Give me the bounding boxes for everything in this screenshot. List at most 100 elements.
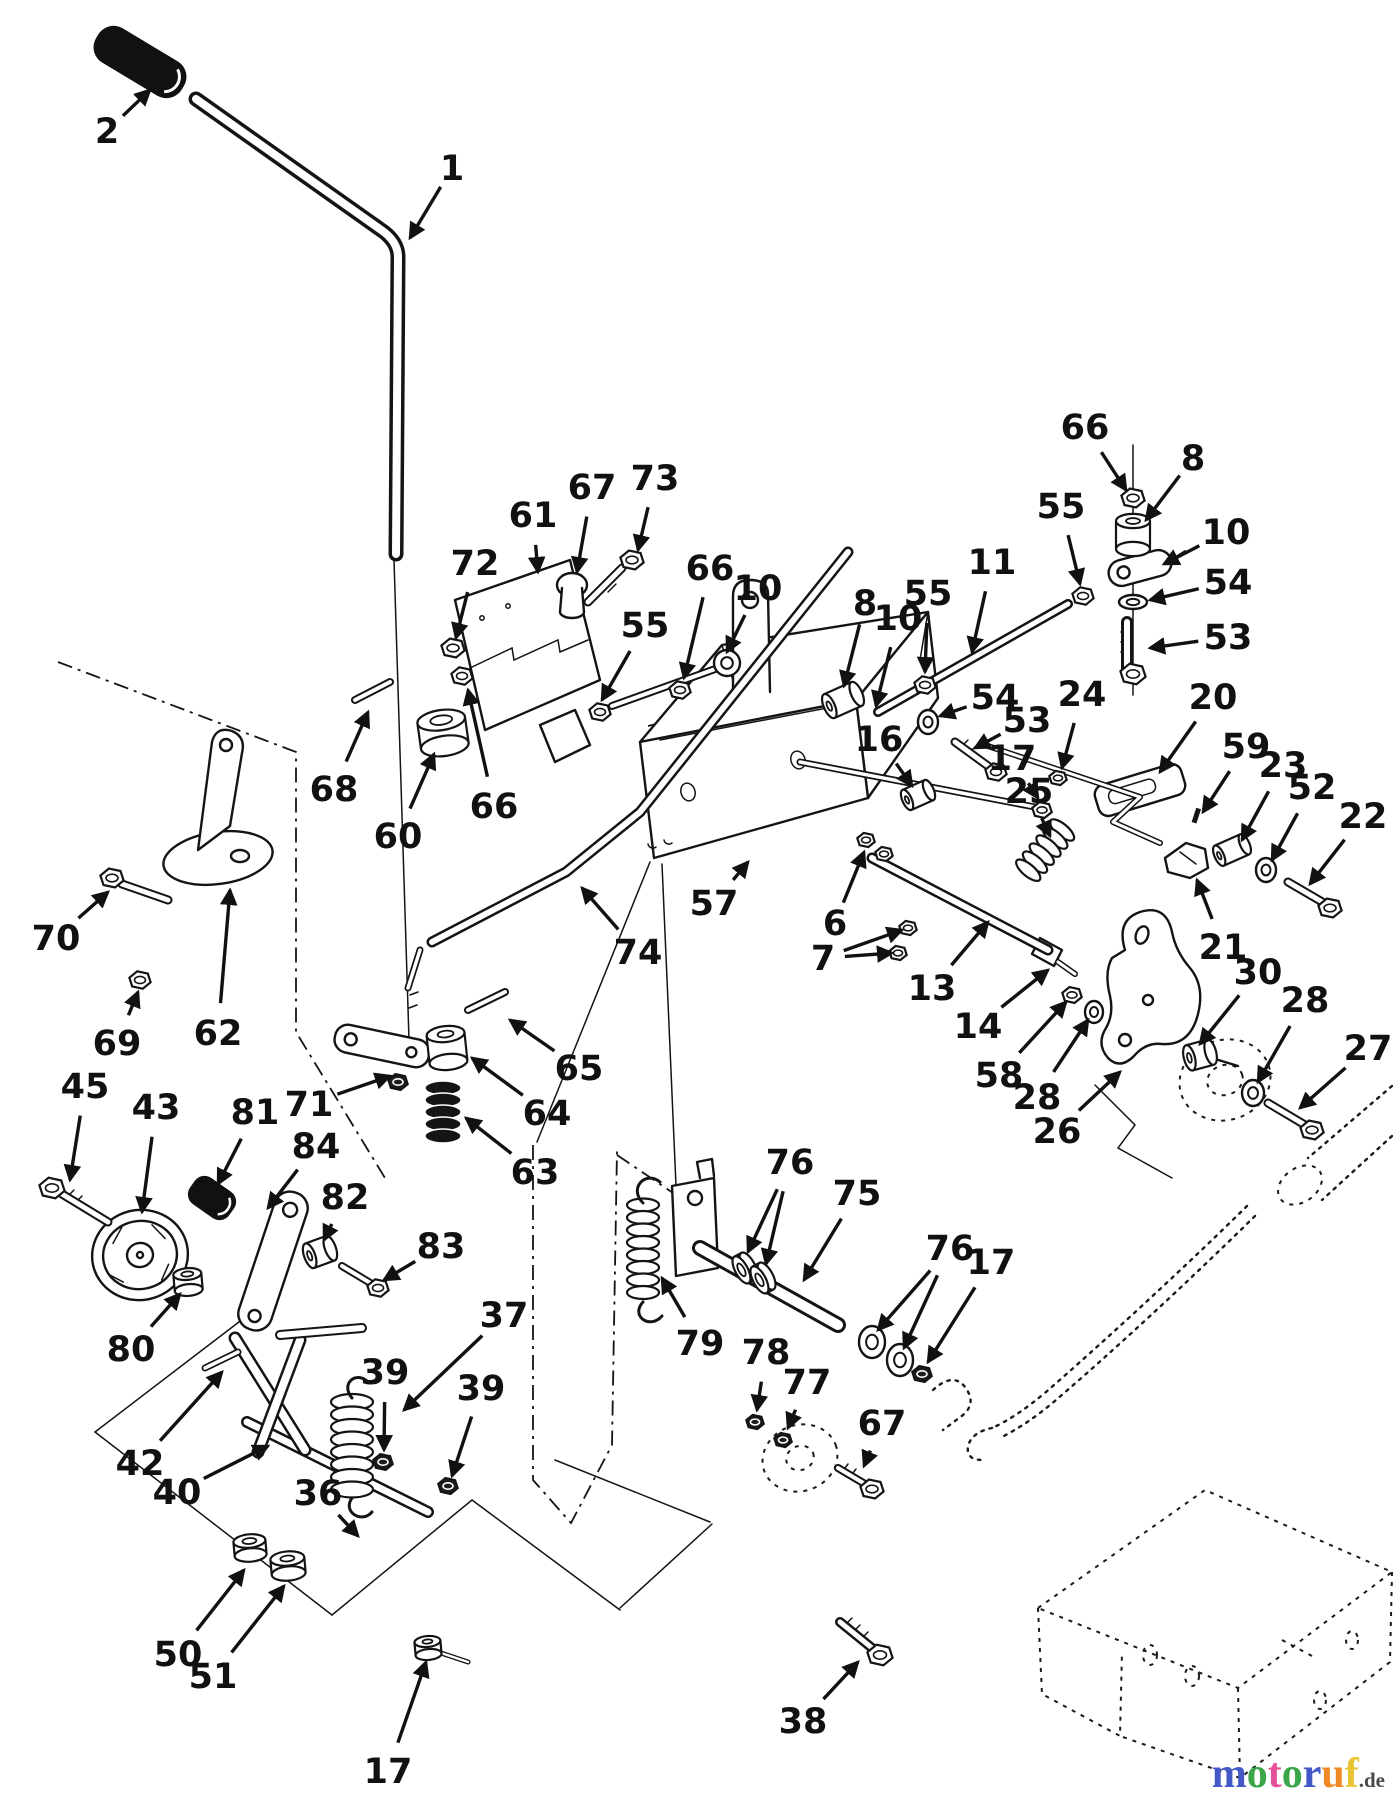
leader-arrow bbox=[632, 506, 651, 553]
spring-hooks bbox=[635, 1176, 664, 1324]
callout-label: 27 bbox=[1344, 1029, 1393, 1069]
hex-nut bbox=[38, 1176, 66, 1200]
hex-nut bbox=[1031, 800, 1053, 820]
callout-label: 8 bbox=[1181, 439, 1205, 479]
hex-nut bbox=[128, 970, 152, 990]
callout-label: 26 bbox=[1033, 1112, 1082, 1152]
callout-label: 28 bbox=[1281, 981, 1330, 1021]
leader-arrow bbox=[972, 732, 1002, 750]
washer bbox=[857, 1324, 887, 1360]
hex-nut bbox=[372, 1452, 394, 1472]
hex-nut bbox=[898, 919, 918, 937]
leader-arrow bbox=[63, 1115, 82, 1183]
lever-slot bbox=[213, 123, 292, 180]
leader-arrow bbox=[1201, 770, 1232, 815]
leader-arrow bbox=[1018, 1000, 1068, 1055]
knob bbox=[1182, 1038, 1218, 1072]
flange-washer bbox=[232, 1533, 268, 1563]
leader-arrow bbox=[731, 859, 750, 881]
leader-arrow bbox=[463, 1116, 513, 1155]
leader-arrow bbox=[1144, 474, 1182, 523]
hex-nut bbox=[773, 1431, 793, 1449]
spacer-bushing bbox=[1114, 512, 1152, 558]
leader-arrow bbox=[381, 1259, 417, 1282]
leader-arrow bbox=[469, 1056, 524, 1097]
hex-nut bbox=[745, 1413, 765, 1431]
callout-label: 17 bbox=[967, 1243, 1016, 1283]
callout-label: 39 bbox=[457, 1369, 506, 1409]
watermark-letter: t bbox=[1267, 1751, 1282, 1797]
leader-arrow bbox=[660, 1275, 687, 1318]
pawl bbox=[1163, 841, 1210, 880]
leader-arrow bbox=[876, 1269, 932, 1332]
leader-arrow bbox=[937, 702, 968, 720]
callout-label: 23 bbox=[1259, 746, 1308, 786]
callout-label: 25 bbox=[1005, 772, 1054, 812]
callout-label: 11 bbox=[968, 543, 1017, 583]
hex-nut bbox=[440, 637, 466, 659]
washer bbox=[1254, 856, 1278, 884]
callout-label: 30 bbox=[1234, 953, 1283, 993]
callout-label: 76 bbox=[766, 1143, 815, 1183]
callout-label: 37 bbox=[480, 1296, 529, 1336]
leader-arrow bbox=[1158, 720, 1198, 775]
leader-arrow bbox=[916, 622, 935, 675]
washer bbox=[916, 708, 940, 736]
callout-label: 43 bbox=[132, 1088, 181, 1128]
callout-label: 71 bbox=[285, 1085, 334, 1125]
hex-nut bbox=[588, 702, 612, 722]
leader-arrow bbox=[462, 687, 490, 778]
leader-arrow bbox=[1077, 1070, 1122, 1112]
callout-label: 73 bbox=[631, 459, 680, 499]
leader-arrow bbox=[451, 591, 470, 641]
callout-label: 21 bbox=[1199, 928, 1248, 968]
tie-link-inner bbox=[610, 666, 720, 708]
leader-arrow bbox=[950, 919, 990, 967]
cam-plate bbox=[1100, 909, 1202, 1065]
hex-nut bbox=[668, 680, 692, 700]
bolt-shaft-inner bbox=[59, 1191, 111, 1225]
washer bbox=[1117, 593, 1149, 611]
leader-arrow bbox=[408, 751, 437, 810]
pivot-bracket bbox=[162, 728, 274, 887]
bent-clutch-rod-inner bbox=[429, 549, 851, 945]
leader-arrow bbox=[1161, 544, 1201, 566]
callout-label: 70 bbox=[32, 919, 81, 959]
watermark-logo: motoruf.de bbox=[1212, 1750, 1385, 1798]
watermark-letter: m bbox=[1211, 1751, 1247, 1797]
callout-label: 66 bbox=[686, 549, 735, 589]
leader-arrow bbox=[570, 516, 589, 575]
brake-rod-inner bbox=[869, 855, 1051, 953]
callout-label: 17 bbox=[988, 739, 1037, 779]
callout-label: 17 bbox=[364, 1752, 413, 1792]
hex-nut bbox=[1317, 897, 1343, 919]
leader-arrow bbox=[1000, 968, 1051, 1009]
hex-nut bbox=[1120, 487, 1146, 509]
roll-pin-inner bbox=[466, 990, 507, 1012]
flange-nut bbox=[172, 1266, 204, 1298]
idler-pulley bbox=[90, 1208, 190, 1302]
flange-washer bbox=[269, 1550, 307, 1582]
roll-pin-inner bbox=[353, 680, 392, 702]
leader-arrow bbox=[195, 1567, 246, 1632]
bolt-shaft-inner bbox=[340, 1264, 374, 1286]
set-collar bbox=[425, 1024, 469, 1072]
leader-arrow bbox=[844, 945, 895, 963]
leader-arrow bbox=[750, 1381, 769, 1413]
bolt-shaft-inner bbox=[952, 739, 991, 769]
callout-label: 45 bbox=[61, 1067, 110, 1107]
ghost-brake-rod bbox=[931, 1084, 1393, 1462]
callout-label: 59 bbox=[1222, 727, 1271, 767]
callout-label: 69 bbox=[93, 1024, 142, 1064]
set-collar bbox=[416, 708, 470, 758]
spacer-bushing bbox=[899, 778, 937, 812]
callout-label: 60 bbox=[374, 817, 423, 857]
callout-label: 54 bbox=[1204, 563, 1253, 603]
flange-nut bbox=[413, 1634, 443, 1662]
callout-label: 10 bbox=[874, 599, 923, 639]
watermark-letter: u bbox=[1321, 1751, 1345, 1797]
hex-nut bbox=[387, 1072, 409, 1092]
leader-arrow bbox=[902, 1274, 940, 1351]
callout-label: 36 bbox=[294, 1474, 343, 1514]
